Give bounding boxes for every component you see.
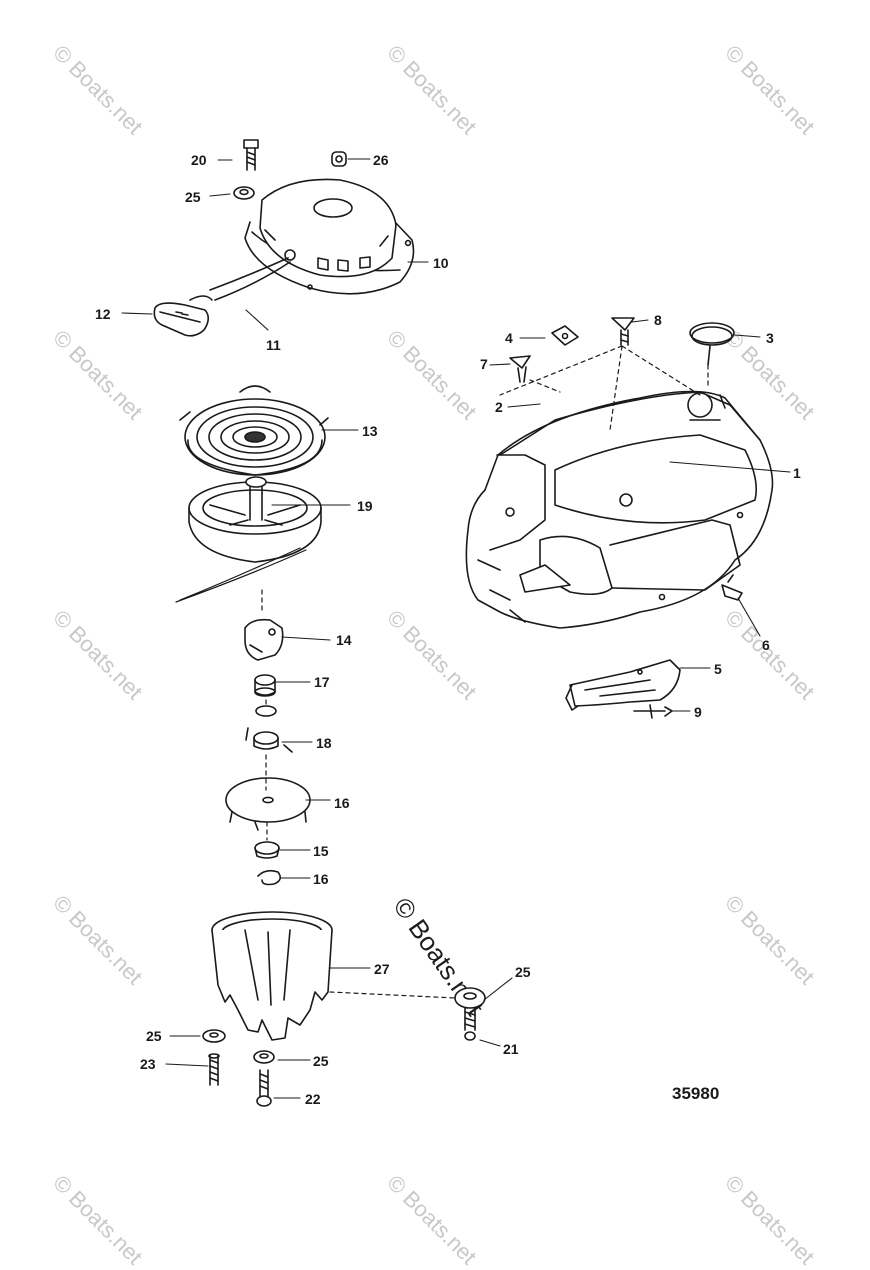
callout-15: 15 bbox=[313, 843, 329, 859]
part-16-clip bbox=[257, 869, 282, 886]
callout-19: 18 bbox=[316, 735, 332, 751]
callout-18: 17 bbox=[314, 674, 330, 690]
part-17-plate bbox=[225, 777, 311, 831]
callout-11: 11 bbox=[266, 337, 281, 353]
part-3-grommet bbox=[689, 322, 735, 366]
part-23-screw bbox=[208, 1053, 220, 1086]
callout-9: 9 bbox=[694, 704, 702, 720]
callout-10: 10 bbox=[433, 255, 449, 271]
leader-lines bbox=[121, 158, 791, 1099]
part-22-screw bbox=[256, 1069, 272, 1107]
exploded-view-drawing bbox=[121, 139, 791, 1107]
part-1-engine-cowl bbox=[465, 390, 774, 629]
assembly-line bbox=[499, 345, 709, 431]
callout-14: 14 bbox=[336, 632, 352, 648]
parts-diagram: © Boats.net © Boats.net © Boats.net © Bo… bbox=[48, 40, 819, 1269]
callout-3: 3 bbox=[766, 330, 774, 346]
figure-number: 35980 bbox=[672, 1084, 720, 1103]
callout-16: 16 bbox=[313, 871, 329, 887]
callout-13: 13 bbox=[362, 423, 378, 439]
part-10-starter-housing bbox=[244, 178, 415, 295]
callout-4: 4 bbox=[505, 330, 513, 346]
part-27-cup bbox=[211, 911, 333, 1041]
callout-27: 27 bbox=[374, 961, 390, 977]
part-26-nut bbox=[331, 151, 347, 167]
callout-25: 25 bbox=[146, 1028, 162, 1044]
callout-7: 7 bbox=[480, 356, 488, 372]
callout-21: 21 bbox=[503, 1041, 519, 1057]
callout-23: 23 bbox=[140, 1056, 156, 1072]
callout-6: 6 bbox=[762, 637, 770, 653]
part-25-washer-center bbox=[253, 1050, 275, 1064]
callout-5: 5 bbox=[714, 661, 722, 677]
callout-26: 26 bbox=[373, 152, 389, 168]
callout-12: 12 bbox=[95, 306, 111, 322]
callout-8: 8 bbox=[654, 312, 662, 328]
callout-20: 19 bbox=[357, 498, 373, 514]
part-12-rope-handle bbox=[153, 295, 213, 337]
part-11-starter-rope bbox=[209, 257, 291, 301]
part-8-screw bbox=[611, 317, 635, 346]
part-18-spring bbox=[254, 674, 276, 697]
part-21-bolt bbox=[464, 1007, 476, 1041]
callout-2: 2 bbox=[495, 399, 503, 415]
callout-24: 20 bbox=[191, 152, 207, 168]
part-25-washer bbox=[233, 186, 255, 200]
part-19-retainer bbox=[245, 705, 293, 753]
part-20-pulley bbox=[175, 476, 322, 603]
part-13-rewind-spring bbox=[179, 385, 329, 476]
callout-25: 25 bbox=[515, 964, 531, 980]
part-24-bolt bbox=[243, 139, 259, 171]
centerline bbox=[261, 589, 268, 841]
part-25-washer-left bbox=[202, 1029, 226, 1043]
part-25-washer-right bbox=[454, 987, 486, 1009]
callout-22: 22 bbox=[305, 1091, 321, 1107]
part-6-screw bbox=[721, 574, 743, 601]
part-5-bracket bbox=[565, 659, 681, 711]
assembly-line bbox=[329, 991, 456, 999]
callout-25: 25 bbox=[313, 1053, 329, 1069]
part-4-plate bbox=[551, 325, 579, 346]
callout-1: 1 bbox=[793, 465, 801, 481]
part-9-screw bbox=[633, 704, 673, 719]
callout-17: 16 bbox=[334, 795, 350, 811]
part-7-screw bbox=[509, 355, 531, 383]
part-15-bushing bbox=[254, 841, 280, 859]
part-14-pawl bbox=[244, 618, 284, 661]
callout-25: 25 bbox=[185, 189, 201, 205]
